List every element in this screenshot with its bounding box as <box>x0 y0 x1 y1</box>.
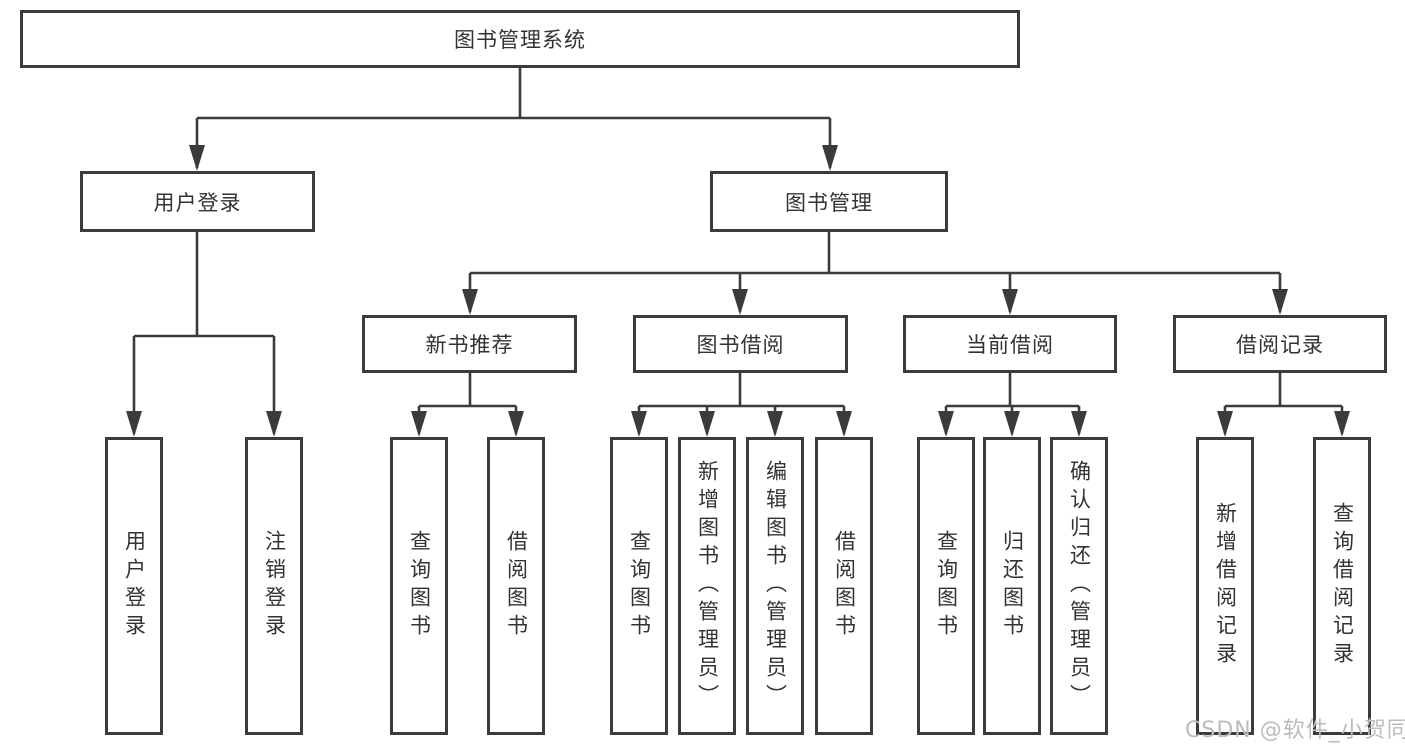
leaf-label: 借阅图书 <box>832 530 857 642</box>
leaf-label: 查询图书 <box>934 530 959 642</box>
leaf-edit-books-admin: 编辑图书（管理员） <box>746 437 804 735</box>
node-new-book-recommend: 新书推荐 <box>362 315 577 373</box>
leaf-label: 查询图书 <box>627 530 652 642</box>
leaf-return-books: 归还图书 <box>983 437 1041 735</box>
leaf-query-borrow-record: 查询借阅记录 <box>1313 437 1371 735</box>
node-borrow-records: 借阅记录 <box>1173 315 1387 373</box>
leaf-label: 查询图书 <box>407 530 432 642</box>
leaf-label: 查询借阅记录 <box>1330 502 1355 670</box>
node-root: 图书管理系统 <box>20 10 1020 68</box>
node-current-borrow: 当前借阅 <box>903 315 1117 373</box>
leaf-label: 借阅图书 <box>504 530 529 642</box>
leaf-add-books-admin: 新增图书（管理员） <box>678 437 736 735</box>
leaf-label: 注销登录 <box>262 530 287 642</box>
leaf-user-login: 用户登录 <box>105 437 163 735</box>
leaf-query-books-2: 查询图书 <box>610 437 668 735</box>
leaf-label: 用户登录 <box>122 530 147 642</box>
leaf-logout: 注销登录 <box>245 437 303 735</box>
node-user-login: 用户登录 <box>80 171 315 232</box>
leaf-borrow-books-1: 借阅图书 <box>487 437 545 735</box>
leaf-label: 新增借阅记录 <box>1213 502 1238 670</box>
node-book-management: 图书管理 <box>710 171 948 232</box>
arrowheads <box>126 145 1350 437</box>
leaf-label: 确认归还（管理员） <box>1067 460 1092 712</box>
leaf-borrow-books-2: 借阅图书 <box>815 437 873 735</box>
leaf-label: 新增图书（管理员） <box>695 460 720 712</box>
csdn-watermark: CSDN @软件_小贺同学 <box>1185 718 1405 743</box>
leaf-query-books-3: 查询图书 <box>917 437 975 735</box>
leaf-confirm-return-admin: 确认归还（管理员） <box>1050 437 1108 735</box>
leaf-query-books-1: 查询图书 <box>390 437 448 735</box>
leaf-label: 编辑图书（管理员） <box>763 460 788 712</box>
leaf-label: 归还图书 <box>1000 530 1025 642</box>
node-book-borrow: 图书借阅 <box>633 315 848 373</box>
leaf-add-borrow-record: 新增借阅记录 <box>1196 437 1254 735</box>
